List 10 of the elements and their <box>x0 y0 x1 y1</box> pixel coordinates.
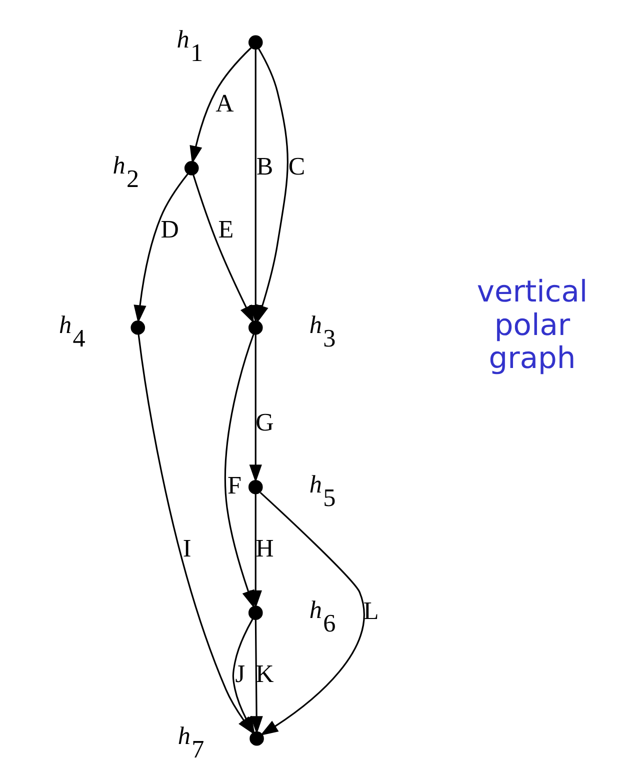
edge-label: G <box>256 410 274 437</box>
edge-label: B <box>256 154 274 181</box>
edge-label: J <box>235 661 246 688</box>
edge-label: I <box>182 535 192 562</box>
edge-label: C <box>288 154 306 181</box>
edge-label: E <box>218 216 234 244</box>
edge-label: D <box>160 216 179 244</box>
label: vertical polar graph <box>476 274 588 376</box>
edge-label: A <box>216 90 234 118</box>
edge-label: F <box>227 472 242 500</box>
